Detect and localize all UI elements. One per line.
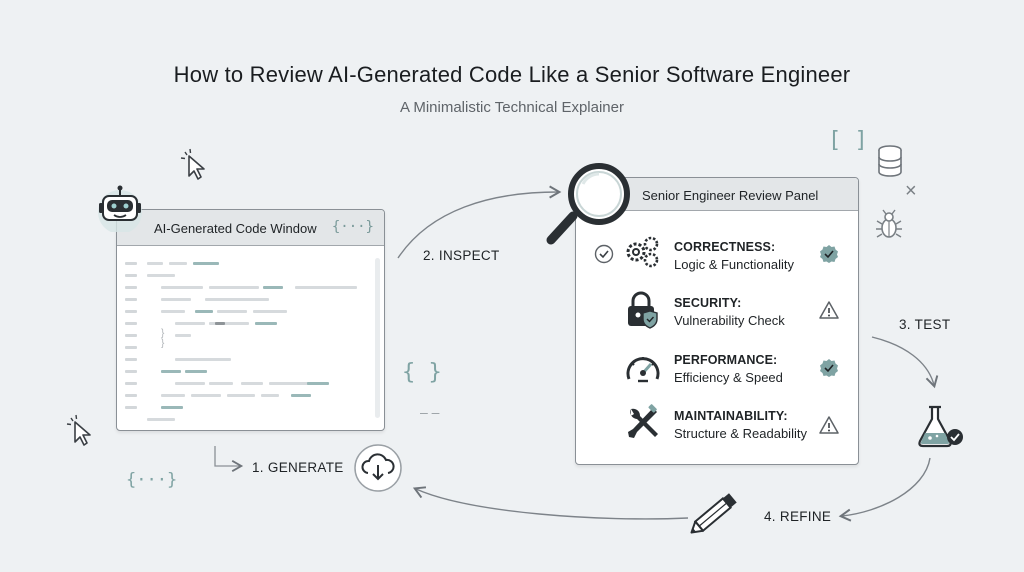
review-item-correctness: CORRECTNESS: Logic & Functionality bbox=[674, 240, 794, 272]
review-item-sub: Structure & Readability bbox=[674, 426, 807, 441]
cloud-download-icon[interactable] bbox=[353, 443, 403, 493]
page-subtitle: A Minimalistic Technical Explainer bbox=[400, 99, 624, 116]
cursor-icon bbox=[62, 412, 94, 446]
decor-braces-mid: { } bbox=[402, 360, 442, 385]
decor-x-mark: × bbox=[905, 180, 917, 202]
code-window-title: AI-Generated Code Window bbox=[154, 221, 317, 236]
code-window: AI-Generated Code Window {···} bbox=[116, 209, 385, 431]
check-circle-icon bbox=[594, 244, 614, 264]
arrow-inspect bbox=[397, 185, 562, 259]
gears-icon bbox=[626, 236, 659, 268]
step-generate: 1. GENERATE bbox=[252, 460, 344, 475]
code-brace-2: } bbox=[161, 338, 165, 349]
check-badge-icon bbox=[820, 359, 838, 377]
warning-icon bbox=[819, 301, 839, 319]
decor-brackets: [ ] bbox=[828, 128, 868, 153]
decor-braces-dots: {···} bbox=[126, 470, 178, 490]
bug-icon bbox=[874, 209, 904, 241]
warning-icon bbox=[819, 416, 839, 434]
review-item-security: SECURITY: Vulnerability Check bbox=[674, 296, 785, 328]
magnifier-icon bbox=[543, 162, 639, 250]
review-item-head: CORRECTNESS: bbox=[674, 240, 776, 254]
review-panel-title: Senior Engineer Review Panel bbox=[642, 188, 819, 203]
database-icon bbox=[876, 144, 904, 178]
code-window-menu[interactable]: {···} bbox=[331, 219, 374, 235]
code-window-scrollbar[interactable] bbox=[375, 258, 380, 418]
step-refine: 4. REFINE bbox=[764, 509, 832, 524]
tools-icon bbox=[628, 404, 658, 438]
review-item-head: SECURITY: bbox=[674, 296, 742, 310]
robot-icon bbox=[97, 184, 143, 234]
review-item-head: MAINTAINABILITY: bbox=[674, 409, 788, 423]
review-item-sub: Logic & Functionality bbox=[674, 257, 794, 272]
arrow-generate bbox=[214, 446, 244, 472]
step-test: 3. TEST bbox=[899, 317, 951, 332]
review-item-sub: Efficiency & Speed bbox=[674, 370, 783, 385]
code-lines bbox=[125, 262, 357, 421]
review-item-maintainability: MAINTAINABILITY: Structure & Readability bbox=[674, 409, 807, 441]
code-brace-1: } bbox=[161, 328, 165, 339]
step-inspect: 2. INSPECT bbox=[423, 248, 500, 263]
review-item-sub: Vulnerability Check bbox=[674, 313, 785, 328]
arrow-refine-generate bbox=[412, 486, 689, 520]
review-item-head: PERFORMANCE: bbox=[674, 353, 778, 367]
page-title: How to Review AI-Generated Code Like a S… bbox=[173, 62, 851, 87]
decor-dash: – – bbox=[420, 404, 440, 420]
review-item-performance: PERFORMANCE: Efficiency & Speed bbox=[674, 353, 783, 385]
check-badge-icon bbox=[820, 245, 838, 263]
gauge-icon bbox=[626, 357, 660, 383]
code-window-titlebar: AI-Generated Code Window {···} bbox=[117, 210, 384, 246]
lock-shield-icon bbox=[628, 291, 658, 329]
flask-icon bbox=[915, 403, 965, 449]
pencil-icon bbox=[690, 488, 742, 536]
arrow-test bbox=[871, 336, 939, 389]
arrow-to-refine bbox=[838, 457, 931, 522]
cursor-icon bbox=[176, 146, 208, 180]
